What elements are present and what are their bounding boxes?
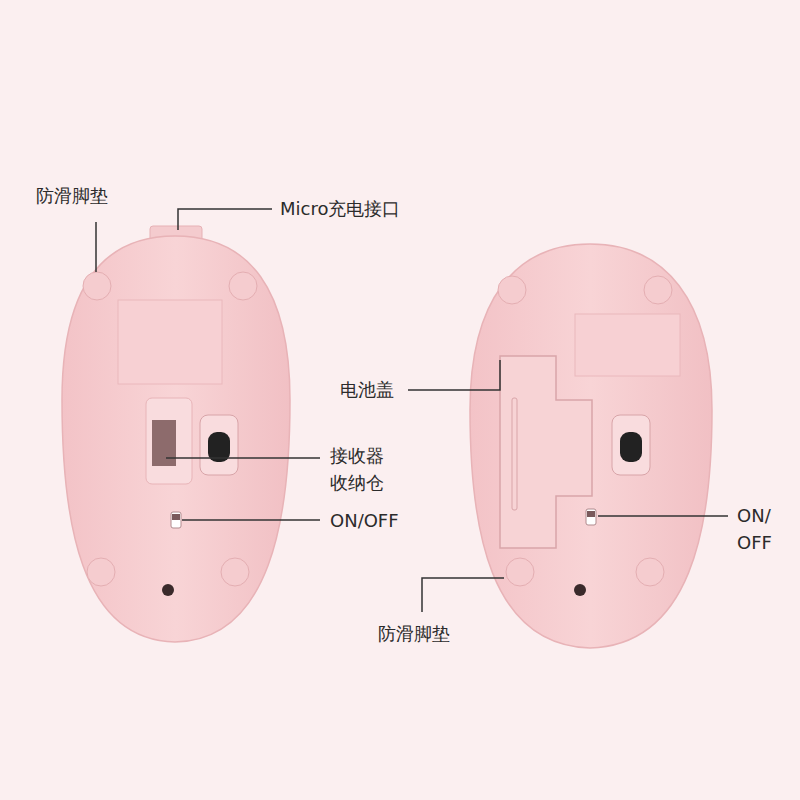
- leader-line: [408, 360, 500, 390]
- mouse-body: [62, 236, 290, 642]
- label-area: [575, 314, 680, 376]
- battery-cover: [500, 356, 592, 548]
- power-switch: [171, 512, 181, 528]
- foot-pad: [221, 558, 249, 586]
- switch-knob: [587, 511, 595, 517]
- part-label: 电池盖: [340, 376, 394, 403]
- sensor: [200, 415, 238, 475]
- foot-pad: [83, 272, 111, 300]
- part-label: ON/ OFF: [737, 502, 789, 556]
- part-label: ON/OFF: [330, 507, 399, 534]
- screw-hole: [162, 584, 174, 596]
- leader-line: [422, 578, 504, 612]
- foot-pad: [644, 276, 672, 304]
- foot-pad: [506, 558, 534, 586]
- sensor-lens: [620, 432, 642, 462]
- leader-line: [178, 209, 272, 230]
- foot-pad: [498, 276, 526, 304]
- power-switch: [586, 509, 596, 525]
- sensor: [612, 415, 650, 475]
- switch-knob: [172, 514, 180, 520]
- label-area: [118, 300, 222, 384]
- leader-line: [182, 519, 320, 521]
- part-label: Micro充电接口: [280, 195, 400, 222]
- part-label: 防滑脚垫: [378, 620, 450, 647]
- receiver-bay: [146, 398, 192, 484]
- cover-groove: [512, 398, 517, 510]
- screw-hole: [574, 584, 586, 596]
- foot-pad: [636, 558, 664, 586]
- part-label: 接收器 收纳仓: [330, 442, 392, 496]
- mouse-body: [470, 244, 712, 648]
- leader-line: [166, 457, 320, 459]
- leader-line: [598, 515, 728, 517]
- receiver: [152, 420, 176, 466]
- leader-line: [95, 222, 97, 272]
- foot-pad: [87, 558, 115, 586]
- foot-pad: [229, 272, 257, 300]
- part-label: 防滑脚垫: [36, 182, 108, 209]
